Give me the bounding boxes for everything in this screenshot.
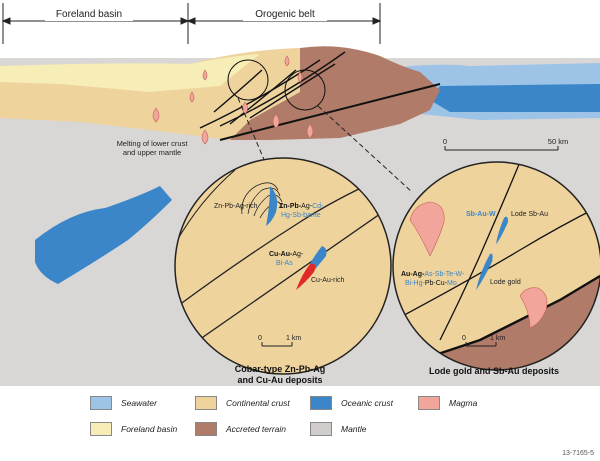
left-scale-bar [261, 342, 293, 347]
legend-item-magma: Magma [418, 396, 477, 410]
orogenic-label-bg [243, 7, 327, 21]
right-a-black: Au-Ag- [401, 271, 425, 278]
legend-item-oceanic-crust: Oceanic crust [310, 396, 393, 410]
right-a2-blue2: Mo [447, 280, 457, 287]
left-assemblage2-line2: Bi-As [276, 260, 293, 267]
legend-swatch-oceanic-crust [310, 396, 332, 410]
lode-sb-au-label: Lode Sb-Au [511, 211, 548, 218]
zoom-detail-left [174, 157, 392, 375]
lode-gold-label: Lode gold [490, 279, 521, 286]
right-sb-au-w: Sb-Au-W [466, 211, 496, 218]
legend-swatch-foreland-basin [90, 422, 112, 436]
left-a2-black: Cu-Au- [269, 251, 293, 258]
legend-item-mantle: Mantle [310, 422, 367, 436]
zoom-connectors [237, 97, 413, 193]
legend-label-foreland-basin: Foreland basin [121, 424, 178, 434]
legend-swatch-seawater [90, 396, 112, 410]
main-scale-end: 50 km [548, 137, 568, 146]
left-caption-line1: Cobar-type Zn-Pb-Ag [235, 364, 326, 374]
legend-label-mantle: Mantle [341, 424, 367, 434]
right-scale-end: 1 km [490, 335, 505, 342]
legend-item-seawater: Seawater [90, 396, 157, 410]
zn-pb-ag-rich-label: Zn-Pb-Ag-rich [214, 203, 258, 210]
left-assemblage1-line2: Hg-Sb-barite [281, 212, 321, 219]
right-a-blue: As-Sb-Te-W- [424, 271, 465, 278]
melting-label-line1: Melting of lower crust [117, 139, 189, 148]
left-a1-blue: Cd- [312, 203, 324, 210]
oceanic-slab [35, 186, 172, 284]
right-sb-au-w-black: Sb-Au- [466, 211, 490, 218]
legend-item-foreland-basin: Foreland basin [90, 422, 177, 436]
zoom-circle-right [284, 69, 326, 111]
legend-label-continental-crust: Continental crust [226, 398, 290, 408]
foreland-label-bg [45, 7, 133, 21]
right-scale-zero: 0 [462, 335, 466, 342]
accreted-terrain [230, 46, 440, 141]
melting-label-line2: and upper mantle [123, 148, 181, 157]
legend-item-accreted-terrain: Accreted terrain [195, 422, 286, 436]
left-a1-black2: Ag- [301, 203, 313, 210]
right-sb-au-w-blue: W [489, 211, 496, 218]
legend-label-seawater: Seawater [121, 398, 157, 408]
main-scale-bar [444, 146, 559, 151]
left-scale-zero: 0 [258, 335, 262, 342]
legend-label-oceanic-crust: Oceanic crust [341, 398, 393, 408]
legend: Seawater Continental crust Oceanic crust… [90, 392, 530, 442]
left-scale-end: 1 km [286, 335, 301, 342]
zoom-circle-left [227, 59, 269, 101]
legend-swatch-mantle [310, 422, 332, 436]
left-a1-black: Zn-Pb- [279, 203, 302, 210]
magma-bodies [152, 55, 314, 145]
oceanic-crust-right [430, 84, 600, 112]
right-a2-black: Pb-Cu- [425, 280, 448, 287]
legend-item-continental-crust: Continental crust [195, 396, 290, 410]
left-assemblage1-line1: Zn-Pb-Ag-Cd- [279, 203, 324, 210]
figure-id: 13-7165-5 [562, 450, 594, 457]
legend-label-accreted-terrain: Accreted terrain [226, 424, 286, 434]
right-assemblage-line1: Au-Ag-As-Sb-Te-W- [401, 271, 465, 278]
right-scale-bar [465, 342, 497, 347]
legend-label-magma: Magma [449, 398, 478, 408]
left-caption-line2: and Cu-Au deposits [238, 375, 323, 385]
left-a2-black2: Ag- [292, 251, 304, 258]
right-a2-blue: Bi-Hg- [405, 280, 426, 287]
main-scale-zero: 0 [443, 137, 447, 146]
main-faults [199, 51, 441, 141]
foreland-basin [0, 54, 260, 92]
orogenic-belt-header: Orogenic belt [255, 9, 315, 20]
foreland-basin-header: Foreland basin [56, 9, 122, 20]
legend-swatch-magma [418, 396, 440, 410]
cu-au-rich-label: Cu-Au-rich [311, 277, 345, 284]
legend-swatch-accreted-terrain [195, 422, 217, 436]
right-assemblage-line2: Bi-Hg-Pb-Cu-Mo [405, 280, 457, 287]
legend-swatch-continental-crust [195, 396, 217, 410]
left-assemblage2-line1: Cu-Au-Ag- [269, 251, 304, 258]
right-caption: Lode gold and Sb-Au deposits [429, 366, 559, 376]
